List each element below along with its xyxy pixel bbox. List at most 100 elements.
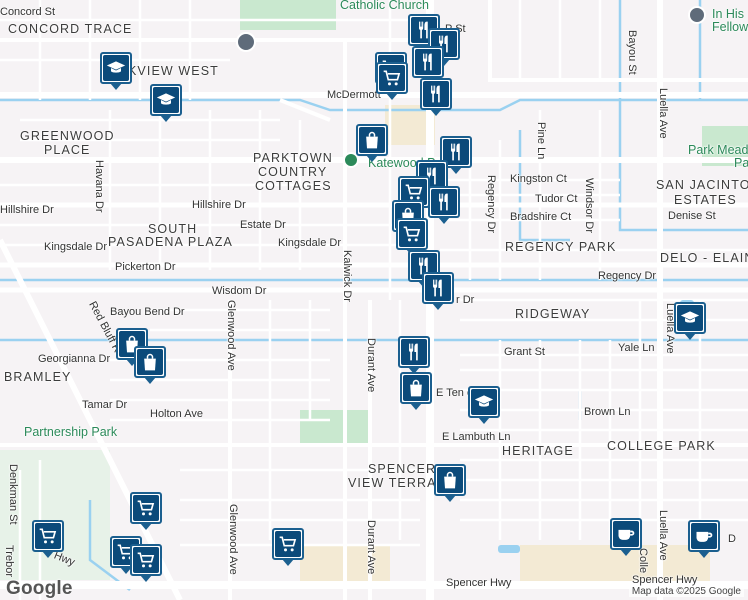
area-label: SAN JACINTO (656, 178, 748, 192)
commercial-area (520, 545, 710, 585)
street-label: Kingsdale Dr (278, 237, 341, 249)
street-label: Pine Ln (535, 122, 547, 160)
street-label: Georgianna Dr (38, 353, 111, 365)
map-marker-school[interactable] (150, 84, 182, 122)
street-label: Regency Dr (485, 175, 497, 234)
map-marker-restaurant[interactable] (412, 46, 444, 84)
poi-label: Fellow (712, 20, 748, 34)
area-label: REGENCY PARK (505, 240, 617, 254)
park-area (240, 0, 336, 30)
map-marker-grocery[interactable] (272, 528, 304, 566)
street-label: E Lambuth Ln (442, 431, 511, 443)
street-label: Hillshire Dr (0, 204, 54, 216)
street-label: Spencer Hwy (446, 577, 512, 589)
poi-label: In His (712, 7, 744, 21)
cart-icon (379, 65, 405, 91)
cart-icon (133, 547, 159, 573)
street-label: Concord St (0, 6, 56, 18)
map-marker-store[interactable] (134, 346, 166, 384)
map-marker-store[interactable] (356, 124, 388, 162)
park-area (0, 450, 110, 580)
map-marker-restaurant[interactable] (422, 272, 454, 310)
map-marker-grocery[interactable] (396, 218, 428, 256)
graduation-cap-icon (677, 305, 703, 331)
street-label: Denise St (668, 210, 716, 222)
street-label: Bradshire Ct (510, 211, 572, 223)
area-label: PLACE (44, 143, 91, 157)
area-label: RIDGEWAY (515, 307, 591, 321)
park-pin-icon[interactable] (343, 152, 359, 168)
map-marker-cafe[interactable] (688, 520, 720, 558)
map-marker-grocery[interactable] (376, 62, 408, 100)
shopping-bag-icon (137, 349, 163, 375)
street-label: Kingsdale Dr (44, 241, 107, 253)
restaurant-icon (401, 339, 427, 365)
street-label: Havana Dr (93, 160, 105, 213)
area-label: PASADENA PLAZA (108, 235, 233, 249)
restaurant-icon (415, 49, 441, 75)
map-marker-store[interactable] (400, 372, 432, 410)
map-marker-cafe[interactable] (610, 518, 642, 556)
park-area (300, 410, 368, 446)
area-label: GREENWOOD (20, 129, 115, 143)
church-pin-icon[interactable] (688, 6, 706, 24)
map-marker-restaurant[interactable] (398, 336, 430, 374)
map-marker-school[interactable] (468, 386, 500, 424)
area-label: ESTATES (674, 193, 737, 207)
map-attribution[interactable]: Map data ©2025 Google (628, 586, 744, 597)
restaurant-icon (431, 189, 457, 215)
street-label: McDermott (327, 89, 381, 101)
street-label: Bayou Bend Dr (110, 306, 185, 318)
area-label: BRAMLEY (4, 370, 72, 384)
street-label: Brown Ln (584, 406, 631, 418)
street-label: Durant Ave (365, 520, 377, 575)
graduation-cap-icon (103, 55, 129, 81)
map-marker-grocery[interactable] (130, 544, 162, 582)
street-label: Luella Ave (657, 88, 669, 139)
street-label: Holton Ave (150, 408, 204, 420)
area-label: VIEW TERRA (348, 476, 437, 490)
area-label: DELO - ELAIN (660, 251, 748, 265)
shopping-bag-icon (403, 375, 429, 401)
street-label: Glenwood Ave (225, 300, 237, 371)
restaurant-icon (423, 81, 449, 107)
street-label: Kalwick Dr (341, 250, 353, 302)
map-marker-school[interactable] (674, 302, 706, 340)
map-marker-grocery[interactable] (32, 520, 64, 558)
poi-dot[interactable] (236, 32, 256, 52)
area-label: COTTAGES (255, 179, 332, 193)
map-marker-restaurant[interactable] (420, 78, 452, 116)
street-label: Bayou St (626, 30, 638, 75)
area-label: CONCORD TRACE (8, 22, 133, 36)
area-label: SOUTH (148, 222, 198, 236)
graduation-cap-icon (153, 87, 179, 113)
poi-label: Partnership Park (24, 425, 118, 439)
shopping-bag-icon (359, 127, 385, 153)
street-label: Yale Ln (618, 342, 655, 354)
area-label: KVIEW WEST (128, 64, 219, 78)
street-label: Windsor Dr (583, 178, 595, 234)
map-marker-store[interactable] (434, 464, 466, 502)
street-label: Kingston Ct (510, 173, 567, 185)
google-logo: Google (6, 578, 73, 599)
map-marker-restaurant[interactable] (428, 186, 460, 224)
street-label: Spencer Hwy (632, 574, 698, 586)
cart-icon (133, 495, 159, 521)
street-label: Durant Ave (365, 338, 377, 393)
street-label: Hillshire Dr (192, 199, 246, 211)
street-label: Wisdom Dr (212, 285, 267, 297)
street-label: E Ten e Ln (436, 387, 489, 399)
restaurant-icon (425, 275, 451, 301)
area-label: HERITAGE (502, 444, 574, 458)
map-marker-grocery[interactable] (130, 492, 162, 530)
street-label: Tudor Ct (535, 193, 578, 205)
street-label: D (728, 533, 736, 545)
area-label: SPENCER (368, 462, 437, 476)
street-label: Grant St (504, 346, 545, 358)
street-label: Tamar Dr (82, 399, 128, 411)
street-label: Denkman St (7, 464, 19, 525)
map-marker-school[interactable] (100, 52, 132, 90)
coffee-cup-icon (613, 521, 639, 547)
